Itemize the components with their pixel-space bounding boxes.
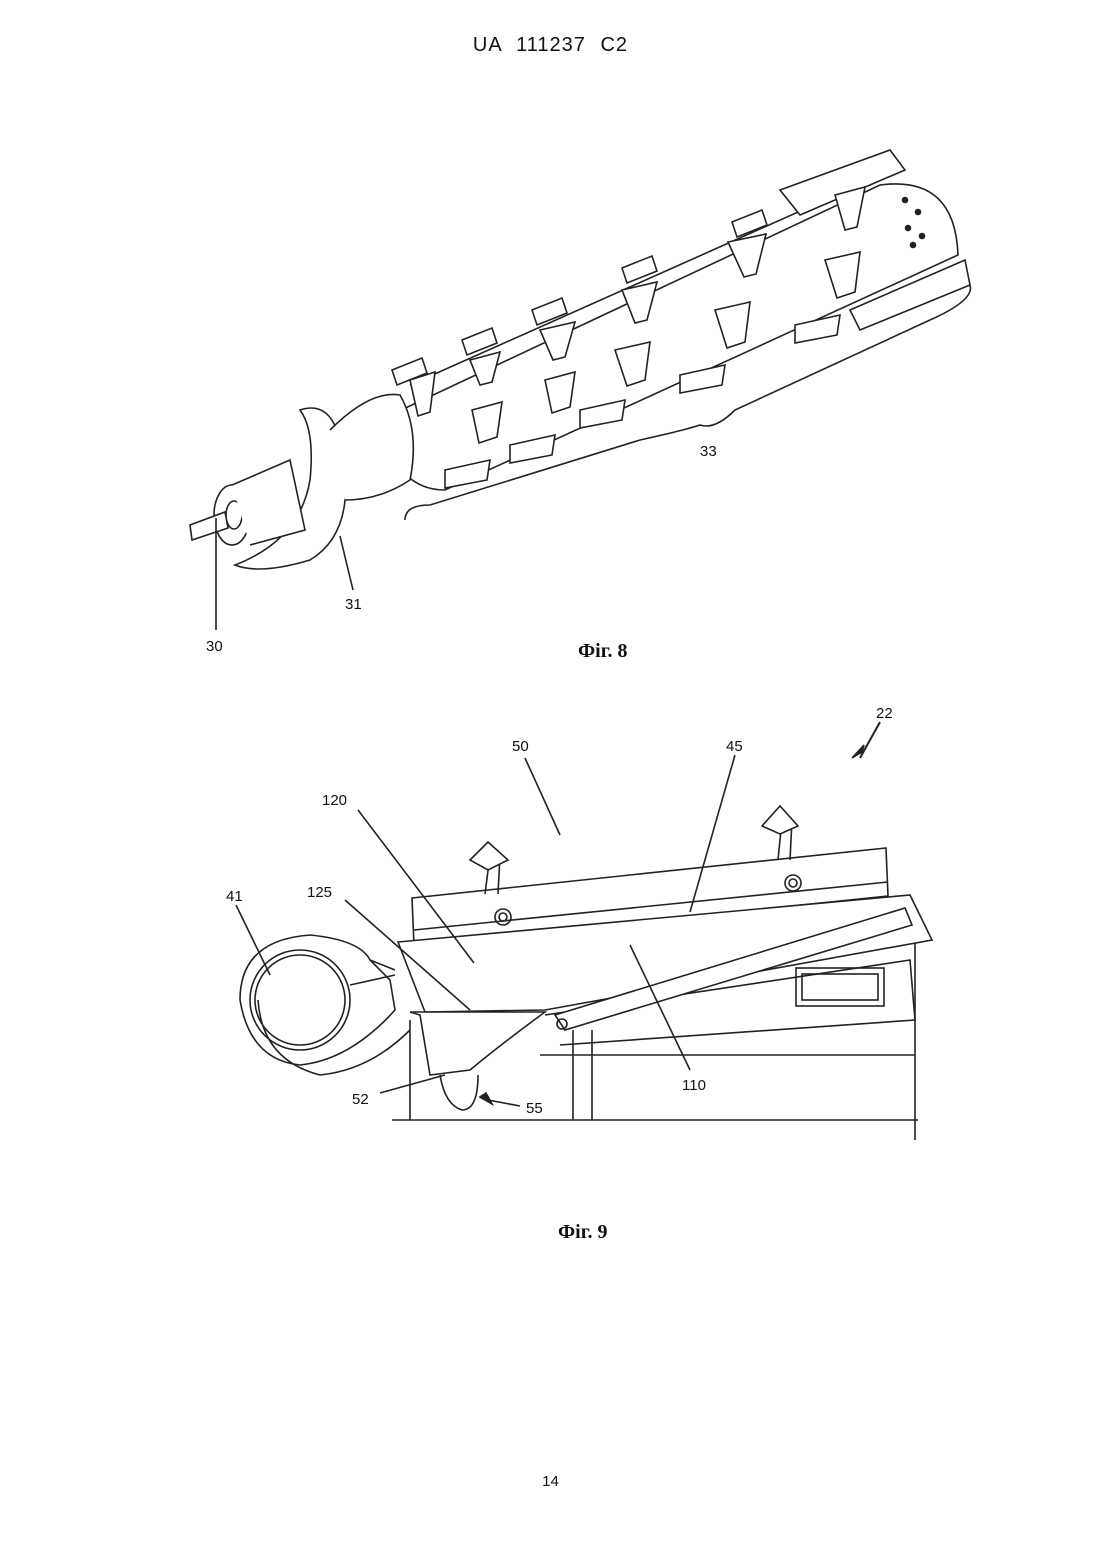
figure-9-caption: Фіг. 9	[558, 1221, 608, 1244]
label-120: 120	[322, 792, 347, 809]
label-110: 110	[682, 1077, 706, 1094]
label-55: 55	[526, 1100, 543, 1117]
label-41: 41	[226, 888, 243, 905]
label-45: 45	[726, 738, 743, 755]
label-50: 50	[512, 738, 529, 755]
label-125: 125	[307, 884, 332, 901]
label-52: 52	[352, 1091, 369, 1108]
label-22: 22	[876, 705, 893, 722]
page-number: 14	[0, 1473, 1101, 1490]
